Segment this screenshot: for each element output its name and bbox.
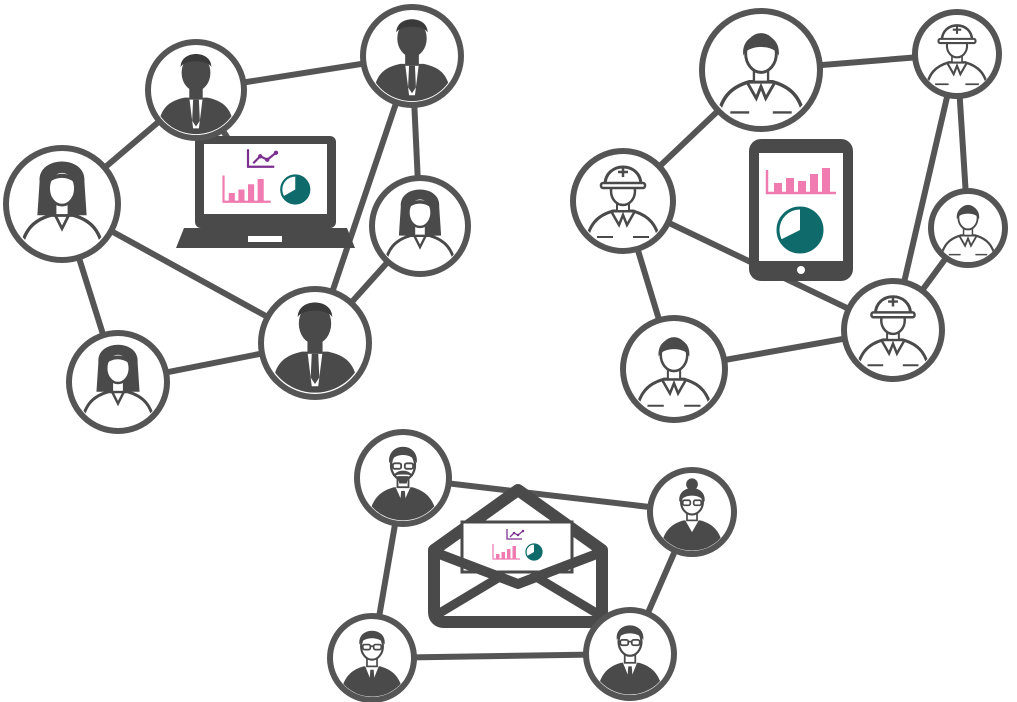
avatar-glasses-woman: [647, 467, 737, 557]
avatar-engineer-2: [570, 148, 676, 254]
avatar-businesswoman-3: [66, 330, 170, 434]
avatar-worker-3: [620, 315, 728, 423]
construction-cluster: [570, 8, 1008, 423]
avatar-mustache-man: [354, 429, 452, 527]
office-cluster: [3, 4, 471, 434]
avatar-worker-2: [928, 188, 1008, 268]
avatar-businessman-2: [360, 4, 464, 108]
envelope-icon: [428, 484, 608, 628]
avatar-businessman-1: [145, 39, 247, 141]
avatar-businessman-3: [258, 286, 372, 400]
avatar-glasses-man-1: [327, 613, 417, 702]
email-cluster: [327, 429, 737, 702]
avatar-engineer-1: [912, 9, 1002, 99]
avatar-businesswoman-2: [369, 175, 471, 277]
tablet-icon: [749, 139, 853, 281]
avatar-worker-1: [699, 8, 823, 132]
laptop-icon: [176, 136, 355, 248]
avatar-engineer-3: [841, 278, 945, 382]
avatar-businesswoman-1: [3, 145, 121, 263]
avatar-glasses-man-2: [583, 607, 677, 701]
